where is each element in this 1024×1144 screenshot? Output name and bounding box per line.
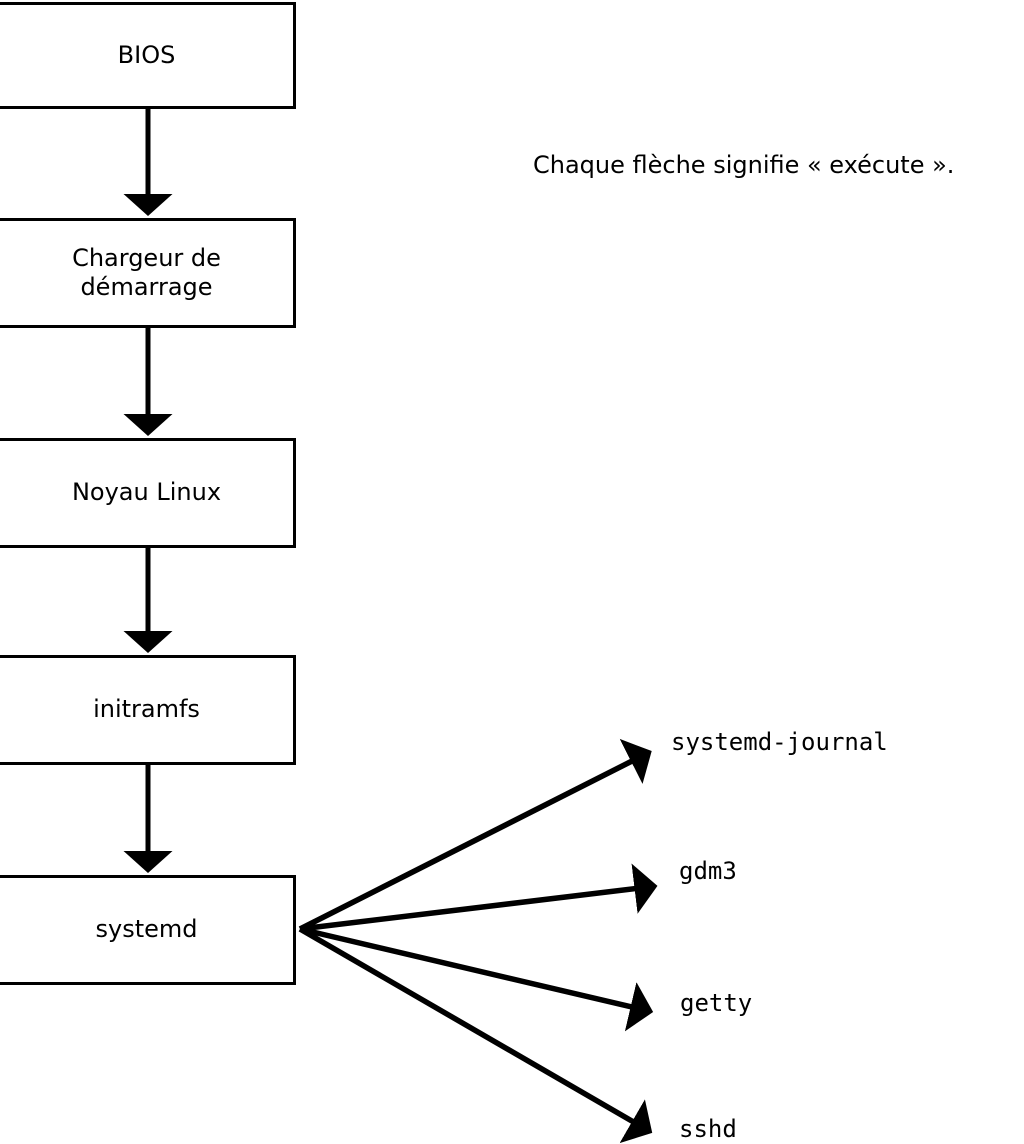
node-systemd-label: systemd (95, 915, 198, 944)
arrow-systemd-to-sshd (298, 926, 653, 1144)
node-bootloader: Chargeur de démarrage (0, 218, 296, 328)
node-bootloader-label: Chargeur de démarrage (72, 243, 221, 301)
arrow-systemd-to-systemd-journal (298, 738, 652, 932)
arrow-systemd-to-gdm3 (299, 863, 658, 932)
node-systemd: systemd (0, 875, 296, 985)
node-kernel-label: Noyau Linux (71, 478, 222, 507)
leaf-label-getty: getty (680, 989, 753, 1017)
leaf-label-systemd-journal: systemd-journal (671, 728, 888, 756)
leaf-label-sshd: sshd (679, 1115, 737, 1143)
node-initramfs: initramfs (0, 655, 296, 765)
node-initramfs-label: initramfs (93, 695, 200, 724)
diagram-caption: Chaque flèche signifie « exécute ». (533, 151, 955, 179)
node-bios: BIOS (0, 2, 296, 109)
node-kernel: Noyau Linux (0, 438, 296, 548)
leaf-label-gdm3: gdm3 (679, 857, 737, 885)
arrow-systemd-to-getty (299, 926, 654, 1032)
node-bios-label: BIOS (117, 40, 176, 69)
